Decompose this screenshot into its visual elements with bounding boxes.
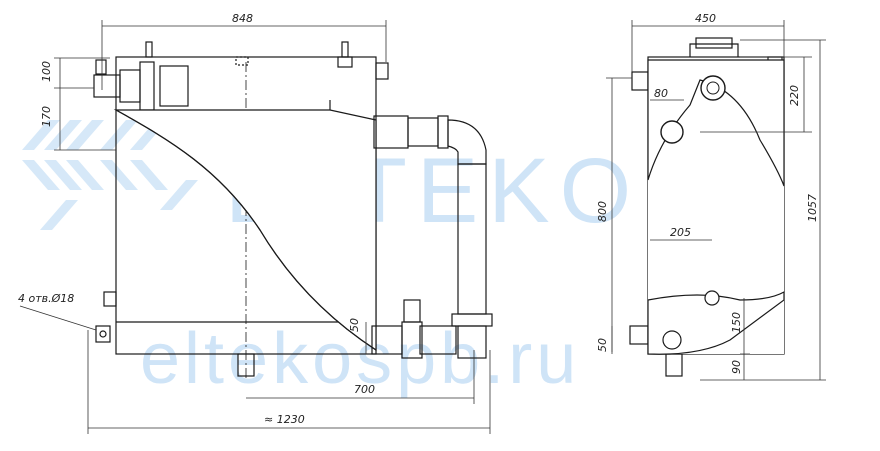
- lower-pipe: [419, 325, 457, 355]
- dim-1230: ≈ 1230: [264, 413, 305, 426]
- burner-ring: [139, 61, 155, 111]
- top-port: [337, 56, 353, 68]
- side-flue-inner: [706, 81, 720, 95]
- mount-hole-circle: [99, 330, 107, 338]
- burner-cap: [95, 59, 107, 75]
- dim-90: 90: [730, 360, 743, 374]
- bottom-drain: [237, 353, 255, 377]
- side-inner: [648, 67, 784, 354]
- dim-205: 205: [670, 226, 691, 239]
- side-bottom-drain: [665, 353, 683, 377]
- side-lower-circle: [704, 290, 720, 306]
- side-left-port: [631, 71, 649, 91]
- lower-connector: [457, 325, 487, 359]
- lifting-lug-left: [145, 41, 153, 58]
- dim-700: 700: [354, 383, 375, 396]
- valve-stem: [403, 299, 421, 323]
- burner-body: [119, 69, 141, 103]
- side-port-right: [375, 62, 389, 80]
- dim-50-front: 50: [348, 318, 361, 332]
- side-bottom-circle: [662, 330, 682, 350]
- dim-100: 100: [40, 61, 53, 82]
- side-handle-grip: [695, 37, 733, 49]
- dim-848: 848: [232, 12, 253, 25]
- internal-curve-line: [115, 109, 377, 351]
- dim-450: 450: [695, 12, 716, 25]
- side-dims: [606, 20, 826, 381]
- dim-800: 800: [596, 201, 609, 222]
- mount-hole: [95, 325, 111, 343]
- dim-170: 170: [40, 106, 53, 127]
- lifting-lug-right: [341, 41, 349, 58]
- side-handle: [689, 43, 739, 57]
- front-dims: [19, 20, 491, 434]
- side-left-port-low: [629, 325, 649, 345]
- dim-1057: 1057: [806, 194, 819, 222]
- burner-motor: [159, 65, 189, 107]
- dim-220: 220: [788, 85, 801, 106]
- top-port-hidden: [235, 56, 249, 66]
- dim-150: 150: [730, 312, 743, 333]
- callout-holes: 4 отв.Ø18: [18, 292, 74, 305]
- side-port-circle: [660, 120, 684, 144]
- side-lower-curve: [647, 290, 785, 355]
- left-port: [103, 291, 117, 307]
- dim-50-side: 50: [596, 338, 609, 352]
- piping: [371, 115, 493, 359]
- side-flue-outlet: [700, 75, 726, 101]
- dim-80: 80: [654, 87, 668, 100]
